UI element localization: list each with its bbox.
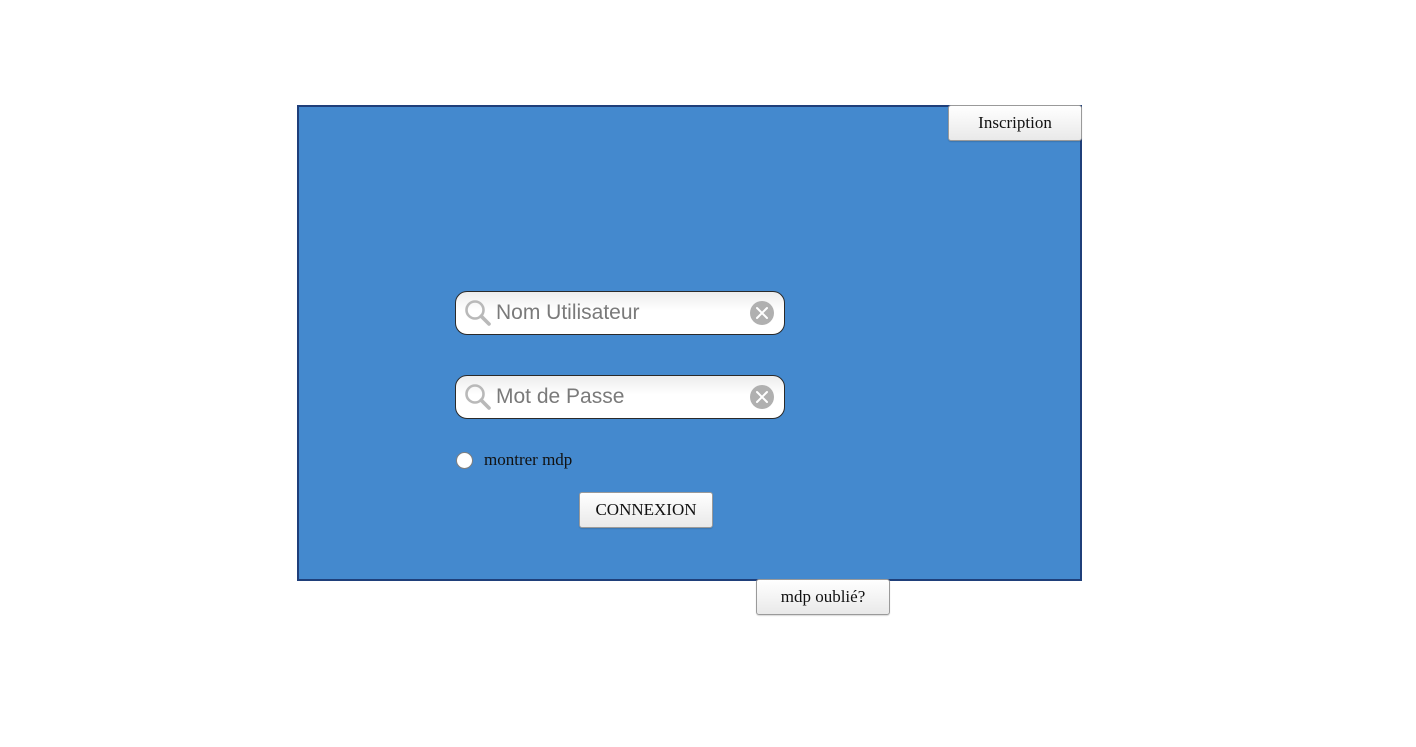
show-password-label: montrer mdp xyxy=(484,450,573,469)
clear-icon[interactable] xyxy=(749,384,775,410)
show-password-radio[interactable] xyxy=(456,451,473,469)
signup-button[interactable]: Inscription xyxy=(948,105,1082,141)
login-button[interactable]: CONNEXION xyxy=(579,492,713,528)
username-placeholder: Nom Utilisateur xyxy=(496,301,640,324)
forgot-password-button[interactable]: mdp oublié? xyxy=(756,579,890,615)
show-password-option[interactable]: montrer mdp xyxy=(456,449,572,471)
search-icon xyxy=(465,300,491,326)
clear-icon[interactable] xyxy=(749,300,775,326)
password-placeholder: Mot de Passe xyxy=(496,385,625,408)
search-icon xyxy=(465,384,491,410)
username-field[interactable]: Nom Utilisateur xyxy=(455,291,785,335)
password-field[interactable]: Mot de Passe xyxy=(455,375,785,419)
